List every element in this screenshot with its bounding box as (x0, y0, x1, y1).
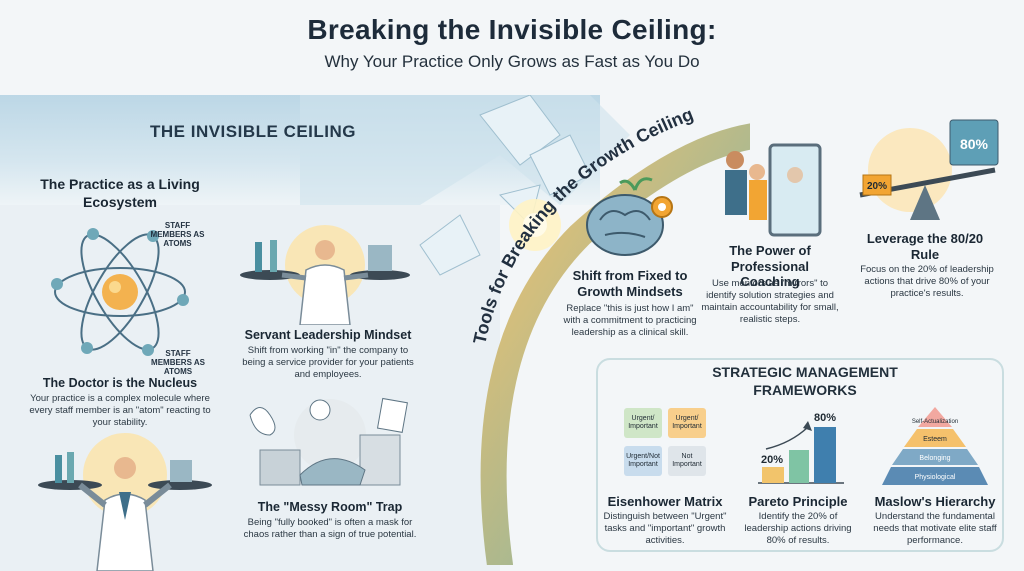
eisenhower-title: Eisenhower Matrix (607, 494, 723, 509)
page-subtitle: Why Your Practice Only Grows as Fast as … (324, 52, 700, 71)
atom-icon (51, 228, 189, 356)
seesaw-8020-illustration: 20% 80% (859, 119, 999, 220)
mindset-desc: Replace "this is just how I am" with a c… (563, 303, 697, 338)
invisible-ceiling-title: THE INVISIBLE CEILING (150, 122, 357, 141)
seesaw-low-label: 20% (867, 181, 887, 192)
servant-desc: Shift from working "in" the company to b… (242, 345, 414, 380)
pareto-chart-graphic: 20% 80% (758, 412, 844, 484)
coaching-title: The Power of Professional Coaching (729, 243, 811, 290)
rule-8020-desc: Focus on the 20% of leadership actions t… (860, 264, 994, 299)
mirror-coaching-illustration (725, 143, 822, 237)
nucleus-desc: Your practice is a complex molecule wher… (29, 393, 211, 428)
maslow-level-label: Self-Actualization (912, 419, 958, 425)
quadrant-2: Urgent/ Important (668, 408, 706, 438)
doctor-illustration (38, 433, 212, 571)
maslow-level-label: Esteem (923, 436, 947, 443)
pareto-low-label: 20% (761, 454, 783, 466)
quadrant-3: Urgent/Not Important (624, 446, 662, 476)
eisenhower-desc: Distinguish between "Urgent" tasks and "… (603, 511, 727, 546)
frameworks-title: STRATEGIC MANAGEMENT FRAMEWORKS (690, 364, 920, 399)
coaching-desc: Use mentors as "mirrors" to identify sol… (701, 278, 839, 325)
maslow-pyramid-graphic: Self-Actualization Esteem Belonging Phys… (882, 407, 988, 485)
messy-room-illustration (249, 397, 408, 486)
nucleus-title: The Doctor is the Nucleus (42, 376, 198, 390)
messy-room-title: The "Messy Room" Trap (257, 500, 403, 514)
servant-title: Servant Leadership Mindset (244, 328, 412, 342)
page-title: Breaking the Invisible Ceiling: (307, 14, 717, 45)
pareto-high-label: 80% (814, 412, 836, 424)
ecosystem-title: The Practice as a Living Ecosystem (40, 176, 200, 210)
broken-glass-graphic (300, 95, 630, 276)
rule-8020-title: Leverage the 80/20 Rule (866, 231, 984, 262)
eisenhower-matrix-graphic: Urgent/ Important Urgent/ Important Urge… (624, 408, 708, 480)
mindset-title: Shift from Fixed to Growth Mindsets (572, 268, 688, 299)
maslow-level-label: Physiological (915, 474, 956, 481)
quadrant-4: Not Important (668, 446, 706, 476)
atom-label-top: STAFF MEMBERS AS ATOMS (150, 221, 205, 248)
brain-gear-icon (586, 177, 673, 256)
seesaw-high-label: 80% (960, 136, 989, 152)
pareto-title: Pareto Principle (748, 494, 848, 509)
frameworks-box (596, 358, 1004, 552)
pareto-desc: Identify the 20% of leadership actions d… (744, 511, 852, 546)
messy-room-desc: Being "fully booked" is often a mask for… (243, 517, 417, 540)
atom-label-bottom: STAFF MEMBERS AS ATOMS (151, 349, 205, 376)
maslow-title: Maslow's Hierarchy (874, 494, 996, 509)
quadrant-1: Urgent/ Important (624, 408, 662, 438)
tools-arc: Tools for Breaking the Growth Ceiling (469, 104, 750, 565)
maslow-level-label: Belonging (919, 455, 950, 462)
maslow-desc: Understand the fundamental needs that mo… (873, 511, 997, 546)
servant-leadership-illustration (240, 225, 410, 325)
